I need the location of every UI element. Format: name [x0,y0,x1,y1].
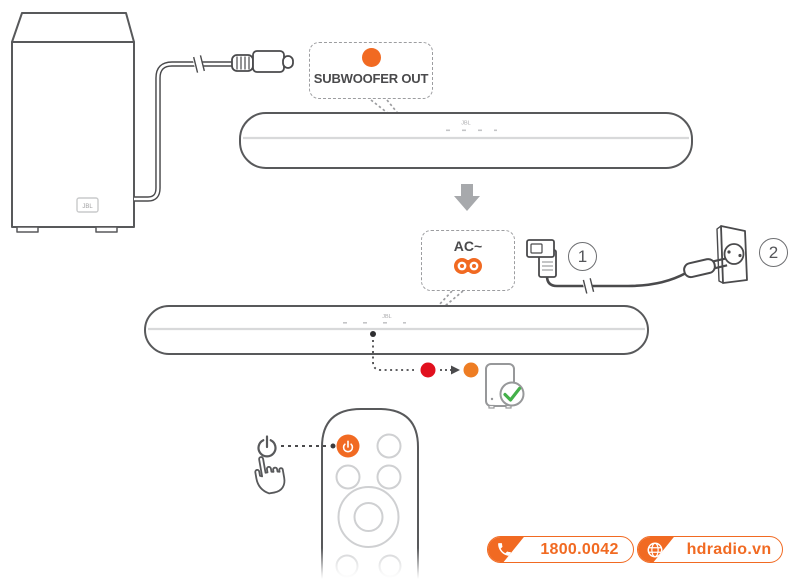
check-icon [503,386,522,402]
hotline-badge-head [488,537,524,562]
soundbar-top: JBL [239,112,693,169]
soundbar-led-dot [370,331,376,337]
callout-ac-tail [437,290,464,307]
subwoofer-foot [16,226,39,233]
remote-button [335,464,361,490]
step-2-badge: 2 [759,238,788,267]
remote-dpad-center [353,502,384,532]
remote-bottom-fade [300,548,440,579]
hotline-number: 1800.0042 [540,540,619,558]
rca-plug-icon [231,50,294,73]
subwoofer: JBL [11,12,135,233]
outlet-socket [723,243,745,265]
euro-plug-icon [683,257,728,279]
step-1-badge: 1 [568,242,597,271]
arrow-right-icon [451,365,460,375]
led-pointer-line [372,340,414,371]
soundbar-top-buttons [446,129,497,132]
website-url: hdradio.vn [686,540,772,558]
step-2-number: 2 [768,242,779,262]
soundbar-bottom-buttons [343,322,406,324]
subwoofer-front [11,41,135,228]
subwoofer-foot [95,226,118,233]
remote-button [376,464,402,490]
globe-icon [647,542,663,557]
subwoofer-cable [134,55,233,202]
soundbar-bottom: JBL [144,305,649,355]
cable-break-mark [192,55,206,73]
soundbar-top-logo: JBL [461,121,470,127]
website-badge-head [638,537,674,562]
callout-ac-label: AC~ [453,238,483,254]
power-glyph [342,440,354,453]
subwoofer-top-face [11,12,135,43]
step-1-number: 1 [577,246,588,266]
subwoofer-connected-icon [485,363,525,409]
subwoofer-logo-plate [76,197,99,213]
ac-connector-icon [454,258,482,274]
power-symbol-icon [257,435,277,458]
callout-subwoofer-out: SUBWOOFER OUT [309,42,433,99]
hand-pointer-icon [254,456,286,495]
led-status-sequence [372,340,525,409]
led-status-red-dot [420,362,436,378]
power-connector-icon [526,239,557,278]
callout-ac-power: AC~ [421,230,515,291]
cable-break-mark [581,278,595,294]
arrow-down-icon [454,184,480,211]
subwoofer-out-port-dot [361,48,381,67]
phone-icon [498,543,511,556]
website-badge[interactable]: hdradio.vn [637,536,783,563]
subwoofer-logo: JBL [82,204,93,210]
soundbar-bottom-logo: JBL [382,314,391,320]
wall-outlet [716,225,748,284]
dashed-pointer-line [281,443,336,449]
callout-subwoofer-out-label: SUBWOOFER OUT [313,71,429,86]
hotline-badge[interactable]: 1800.0042 [487,536,634,563]
remote-button [376,433,402,459]
led-status-orange-dot [463,362,479,378]
power-cord [526,239,687,294]
